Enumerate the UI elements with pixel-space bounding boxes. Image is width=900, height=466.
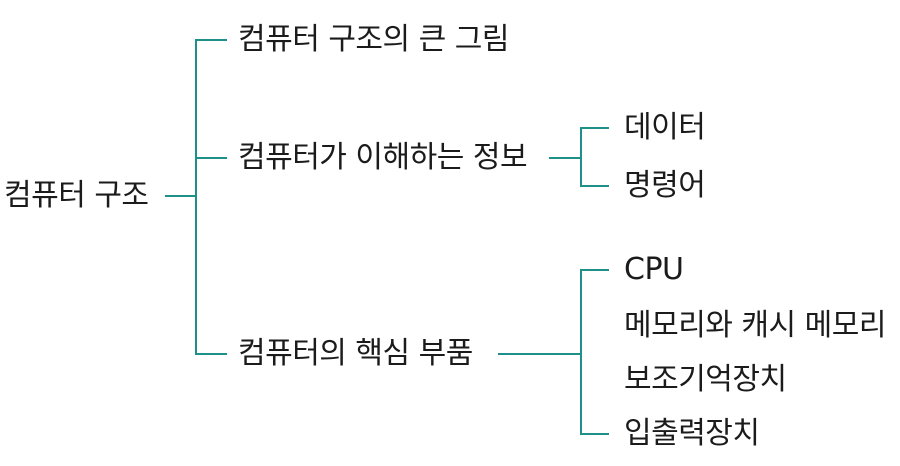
leaf-label-cpu: CPU [624, 252, 684, 287]
leaf-label-instruction: 명령어 [624, 168, 706, 203]
leaf-label-io: 입출력장치 [624, 416, 760, 451]
branch-label-2: 컴퓨터가 이해하는 정보 [238, 140, 528, 175]
branch-label-1: 컴퓨터 구조의 큰 그림 [238, 22, 510, 57]
leaf-label-data: 데이터 [624, 110, 706, 145]
branch-label-3: 컴퓨터의 핵심 부품 [238, 336, 473, 371]
leaf-label-memory-cache: 메모리와 캐시 메모리 [624, 308, 886, 343]
root-node-label: 컴퓨터 구조 [4, 178, 149, 213]
leaf-label-storage: 보조기억장치 [624, 362, 787, 397]
